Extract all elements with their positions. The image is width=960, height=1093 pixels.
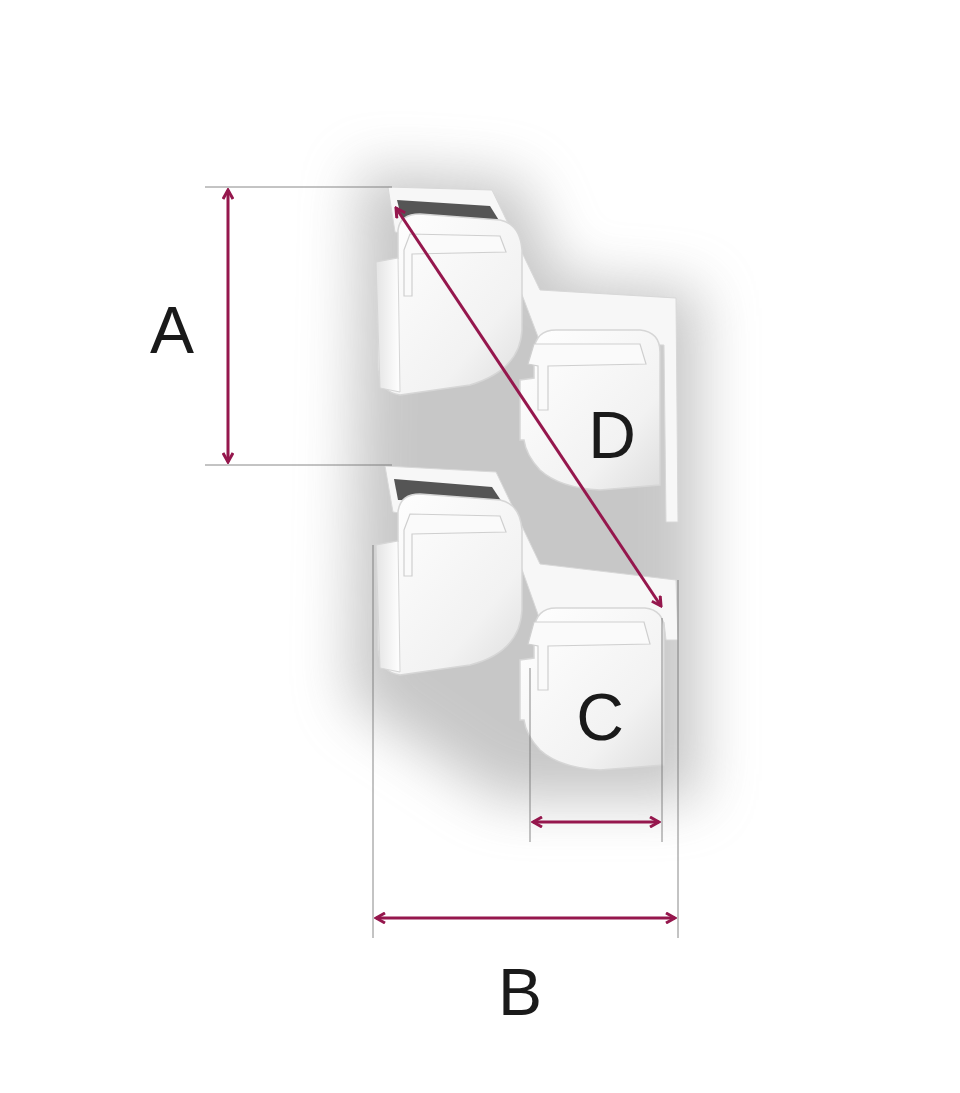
dimension-letter: C xyxy=(576,684,624,750)
shadow xyxy=(350,170,700,800)
dimension-arrow xyxy=(228,190,675,918)
dimension-letter: D xyxy=(588,402,636,468)
dimension-letter: B xyxy=(498,959,542,1025)
track-profile xyxy=(376,466,678,770)
extension-line xyxy=(205,187,678,938)
dimension-letter: A xyxy=(150,297,194,363)
